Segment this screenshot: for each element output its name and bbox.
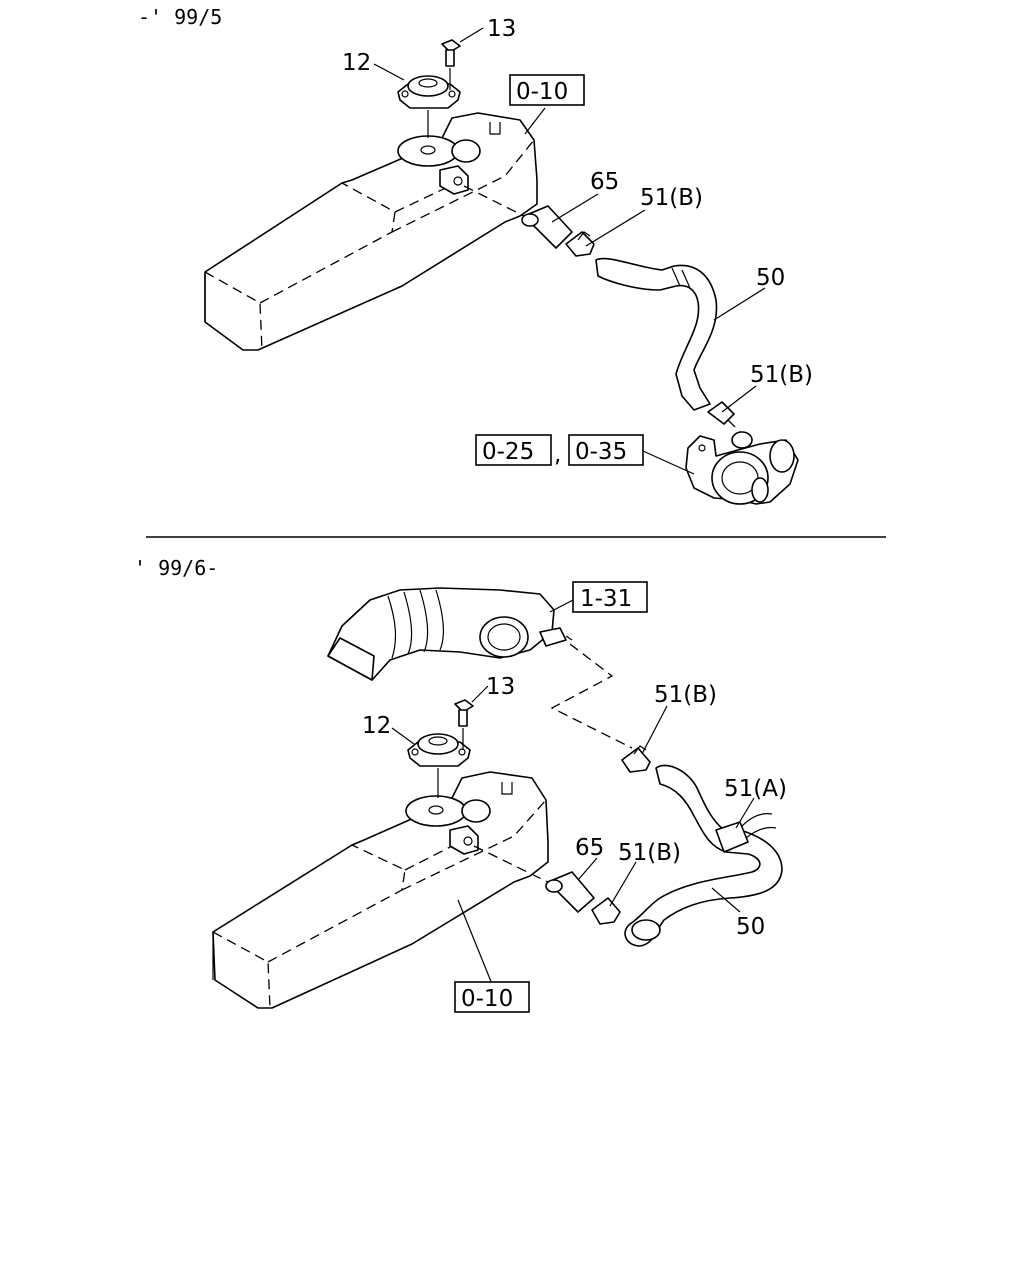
lower-hose-clip-right [591, 897, 621, 925]
upper-callout-51b-lower: 51(B) [750, 362, 813, 388]
upper-callout-51b-top: 51(B) [640, 185, 703, 211]
lower-head-cover [212, 771, 549, 1009]
upper-head-cover [204, 112, 538, 351]
upper-hose-clip [565, 231, 595, 257]
lower-routing-line [473, 845, 553, 885]
upper-callout-13: 13 [487, 16, 516, 42]
lower-period-label: ' 99/6- [134, 556, 218, 580]
upper-ref-separator: , [554, 442, 561, 468]
lower-duct-routing [550, 643, 633, 749]
upper-turbo-housing [685, 431, 799, 505]
upper-ref-0-35[interactable]: 0-35 [575, 439, 627, 465]
lower-callout-51b-top: 51(B) [654, 682, 717, 708]
upper-callout-65: 65 [590, 169, 619, 195]
lower-air-duct [327, 587, 573, 681]
lower-section: ' 99/6- [134, 556, 787, 1013]
upper-ref-0-10[interactable]: 0-10 [516, 79, 568, 105]
upper-oil-filler-port [397, 135, 459, 167]
lower-callout-12: 12 [362, 713, 391, 739]
lower-ref-1-31-box[interactable] [572, 581, 648, 613]
lower-callout-51b-right: 51(B) [618, 840, 681, 866]
upper-routing-line [463, 185, 529, 219]
upper-ref-0-10-box[interactable] [509, 74, 585, 106]
lower-oil-cap [407, 733, 471, 798]
upper-ref-0-35-box[interactable] [568, 434, 644, 466]
upper-breather-hose [595, 257, 718, 411]
lower-hose-clip-top [621, 745, 651, 773]
upper-callout-50: 50 [756, 265, 785, 291]
lower-ref-0-10[interactable]: 0-10 [461, 986, 513, 1012]
lower-ref-0-10-box[interactable] [454, 981, 530, 1013]
lower-hose-clamp-a [715, 813, 777, 853]
upper-callout-12: 12 [342, 50, 371, 76]
upper-period-label: -' 99/5 [138, 5, 222, 29]
lower-leaders [391, 599, 755, 985]
upper-leaders [373, 27, 766, 475]
upper-section: -' 99/5 [138, 5, 813, 505]
lower-callout-13: 13 [486, 674, 515, 700]
lower-oil-filler-port [405, 795, 467, 827]
upper-oil-cap [397, 75, 461, 138]
lower-bolt [454, 699, 474, 750]
upper-bolt [441, 39, 461, 90]
lower-callout-50: 50 [736, 914, 765, 940]
lower-ref-1-31[interactable]: 1-31 [580, 586, 632, 612]
upper-ref-0-25[interactable]: 0-25 [482, 439, 534, 465]
upper-connector-pipe [521, 205, 573, 249]
upper-ref-0-25-box[interactable] [475, 434, 552, 466]
lower-callout-65: 65 [575, 835, 604, 861]
lower-callout-51a: 51(A) [724, 776, 787, 802]
upper-lower-routing [727, 419, 741, 433]
lower-connector-pipe [545, 871, 595, 913]
